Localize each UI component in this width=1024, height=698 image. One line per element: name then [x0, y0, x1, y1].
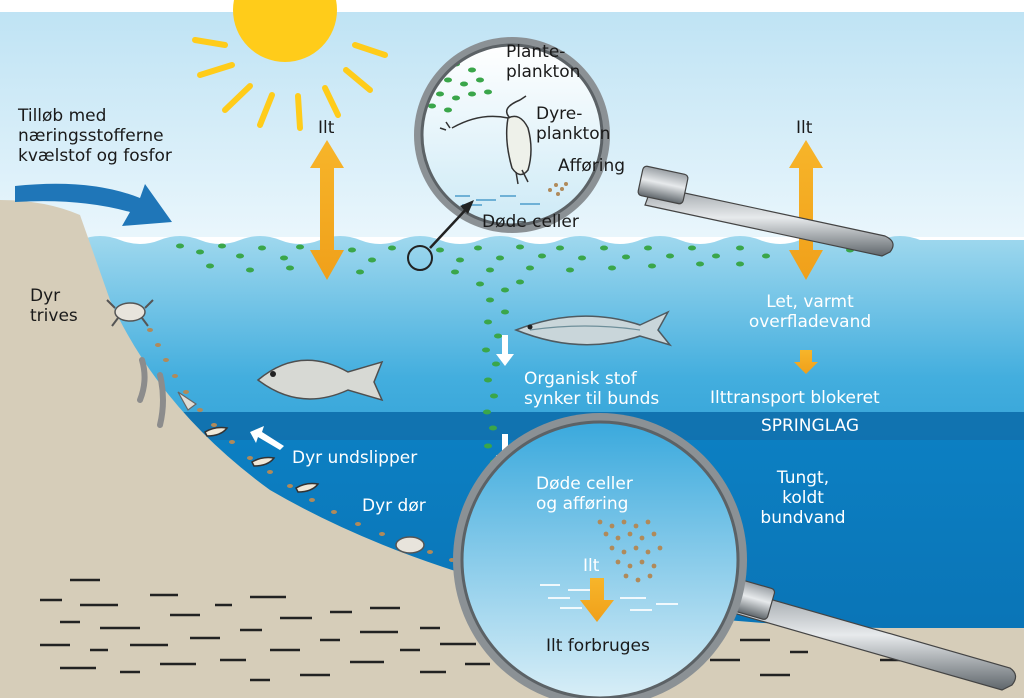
warm-water-label: Let, varmt overfladevand [748, 292, 872, 332]
shell-icon [177, 391, 198, 411]
dead-cells-bottom-label: Døde celler og afføring [536, 474, 633, 514]
crab-dead-icon [395, 536, 425, 554]
oxygen-label-right: Ilt [796, 118, 813, 138]
animal-plankton-label: Dyre- plankton [536, 104, 611, 144]
animals-escape-label: Dyr undslipper [292, 448, 418, 468]
seabed-slope [0, 200, 920, 698]
oxygen-label-left: Ilt [318, 118, 335, 138]
escape-arrow [250, 426, 284, 450]
cold-water-label: Tungt, koldt bundvand [760, 468, 846, 528]
shrimp-icon [204, 426, 320, 493]
magnifier-bottom-icon [453, 413, 1017, 698]
organic-sinks-label: Organisk stof synker til bunds [524, 369, 660, 409]
plant-plankton-label: Plante- plankton [506, 42, 581, 82]
fish-herring-icon [513, 310, 673, 347]
oxygen-arrow-right [789, 140, 823, 280]
oxygen-consumed-label: Ilt forbruges [546, 636, 650, 656]
fish-flatfish-icon [256, 359, 384, 402]
sun-icon [192, 0, 388, 131]
springlag-label: SPRINGLAG [760, 416, 860, 436]
zoom-pointer [407, 200, 474, 271]
magnifier-top-icon [414, 37, 894, 257]
inflow-label: Tilløb med næringsstofferne kvælstof og … [18, 106, 172, 166]
zooplankton-icon [439, 95, 532, 185]
oxygen-arrow-down-small [794, 350, 818, 374]
dead-cells-top-label: Døde celler [482, 212, 579, 232]
sediment-lines [40, 578, 900, 682]
oxygen-blocked-label: Ilttransport blokeret [710, 388, 880, 408]
crab-icon [106, 299, 154, 327]
oxygen-arrow-left [310, 140, 344, 280]
animals-thrive-label: Dyr trives [30, 286, 78, 326]
faeces-label: Afføring [558, 156, 626, 176]
plankton-layer [176, 243, 876, 571]
oxygen-bottom-label: Ilt [583, 556, 600, 576]
oxygen-arrow-bottom [580, 578, 614, 622]
inflow-arrow [15, 183, 172, 226]
worm-icon [137, 357, 166, 428]
animals-die-label: Dyr dør [362, 496, 426, 516]
